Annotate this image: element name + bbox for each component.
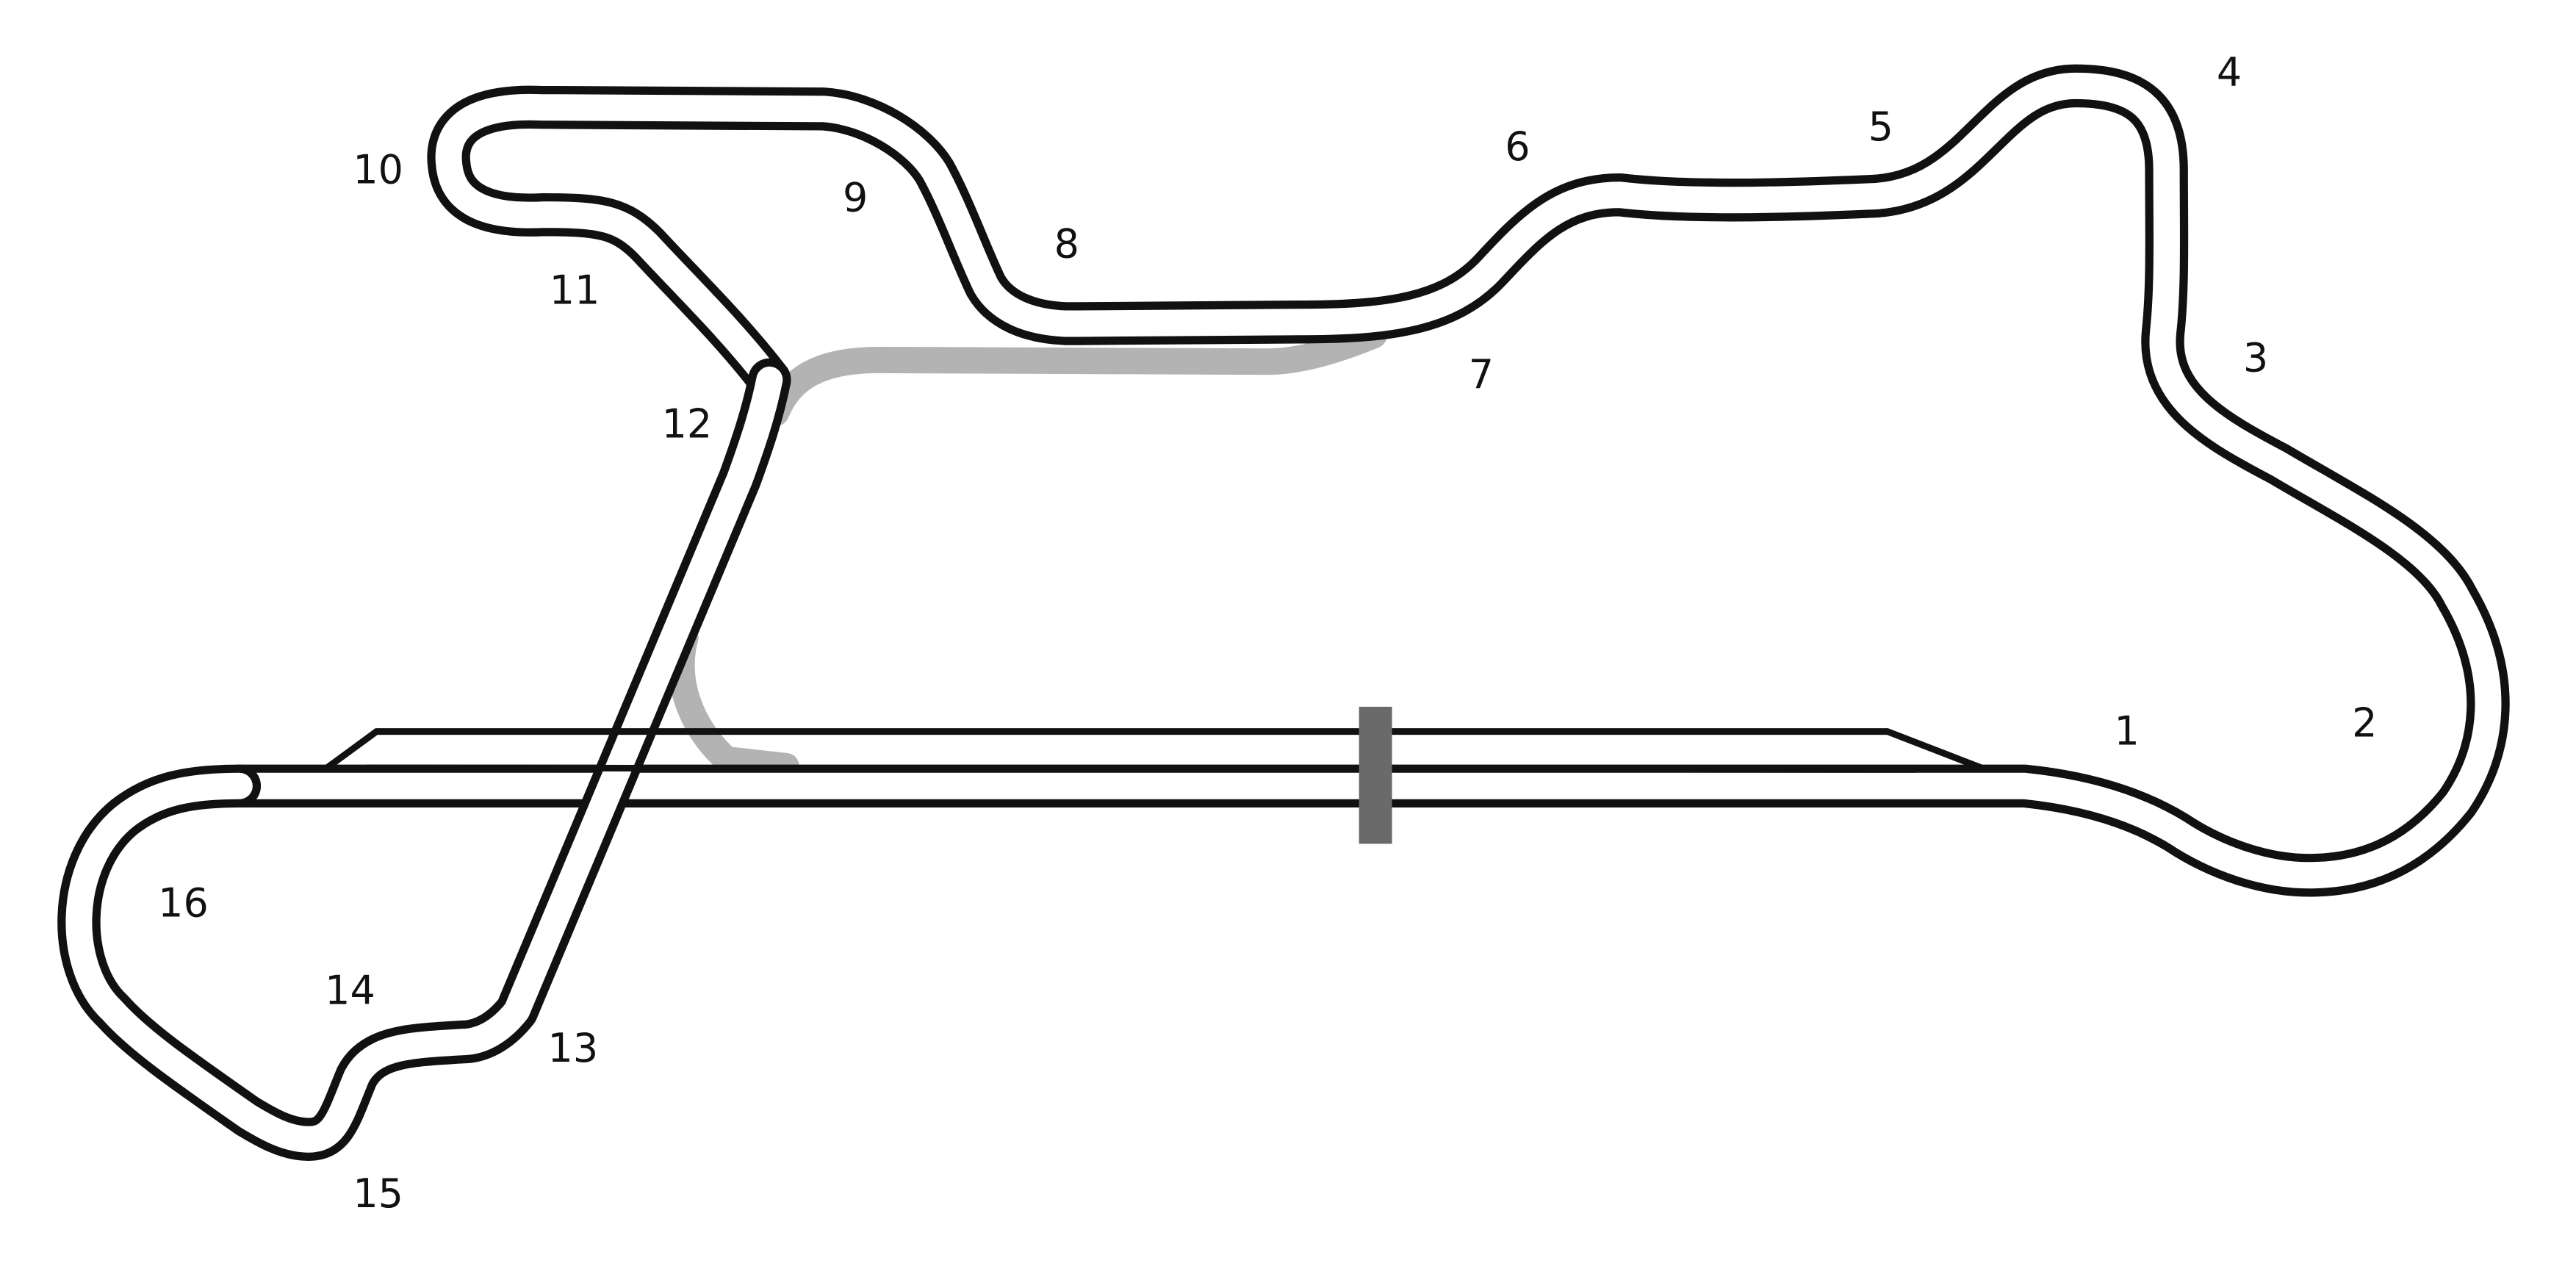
turn-15-label: 15	[353, 1170, 403, 1217]
turn-11-label: 11	[550, 267, 600, 314]
pit-lane	[325, 728, 1983, 773]
pit-lane-inner-edge	[366, 764, 1916, 773]
turn-5-label: 5	[1868, 104, 1893, 150]
turn-1-label: 1	[2115, 708, 2140, 755]
turn-7-label: 7	[1469, 351, 1494, 397]
crossover-section	[57, 358, 791, 1161]
turn-labels: 1 2 3 4 5 6 7 8 9 10 11 12 13 14 15 16	[158, 49, 2377, 1217]
crossover-outline	[57, 358, 791, 1161]
alternate-route-lower	[668, 624, 799, 780]
turn-9-label: 9	[843, 175, 868, 221]
turn-14-label: 14	[325, 967, 375, 1013]
turn-4-label: 4	[2217, 49, 2242, 96]
main-loop-surface	[226, 72, 2502, 889]
alternate-route-upper	[763, 322, 1387, 426]
turn-6-label: 6	[1505, 123, 1530, 170]
crossover-surface	[65, 366, 783, 1153]
turn-3-label: 3	[2243, 335, 2268, 381]
start-finish-marker	[1359, 706, 1392, 844]
turn-16-label: 16	[158, 879, 209, 926]
turn-13-label: 13	[548, 1025, 599, 1071]
turn-10-label: 10	[353, 146, 403, 193]
turn-2-label: 2	[2352, 699, 2377, 746]
pit-lane-outline	[325, 728, 1983, 771]
turn-12-label: 12	[662, 401, 713, 447]
turn-8-label: 8	[1054, 221, 1079, 267]
main-loop	[217, 64, 2510, 897]
